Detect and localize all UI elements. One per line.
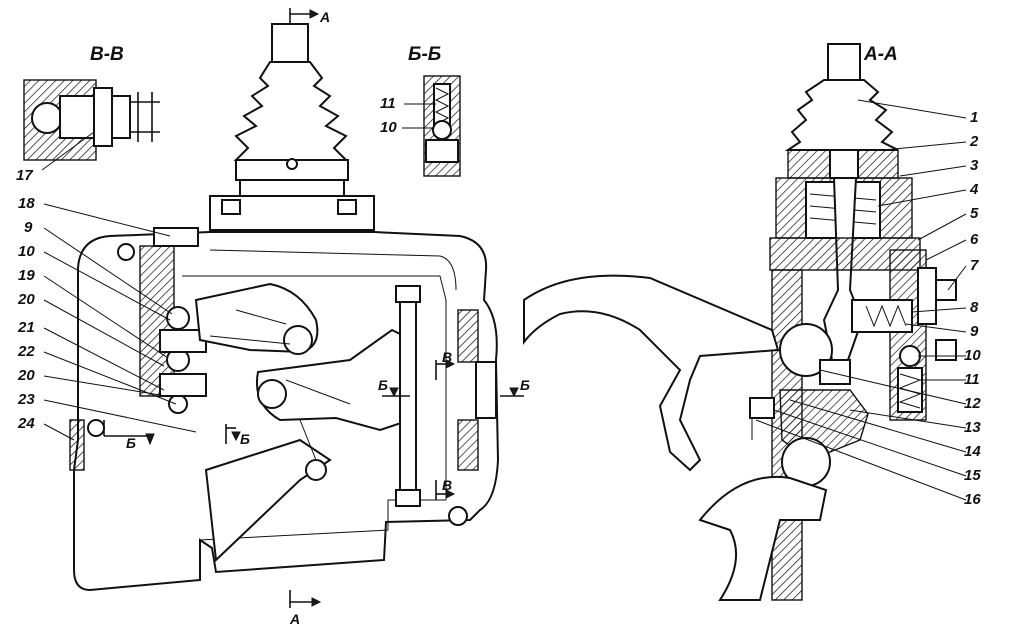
vv-ball [31,102,63,134]
main-gearbox-view: А [17,8,530,627]
bb-rod [425,139,459,163]
aa-lock-screw [749,397,775,419]
aa-label-11: 11 [964,371,980,388]
cut-b2: Б [240,431,250,447]
aa-label-6: 6 [970,231,979,248]
aa-label-15: 15 [964,467,981,484]
aa-lower-fork [698,476,828,601]
section-vv-view: В-В 17 [16,44,160,184]
section-bb-title: Б-Б [408,44,441,65]
detent-ball-lower [168,394,188,414]
bb-ball [432,120,452,140]
rubber-boot [233,61,349,161]
section-vv-title: В-В [90,44,124,65]
aa-label-8: 8 [970,299,979,316]
label-17: 17 [16,167,33,184]
aa-detent-ball [899,345,921,367]
label-10: 10 [18,243,35,260]
vv-plug-body [59,95,95,139]
label-22: 22 [17,343,35,360]
cut-v1: В [442,349,452,365]
aa-cover [917,267,937,325]
cut-b4: Б [520,377,530,393]
aa-label-14: 14 [964,443,981,460]
cut-b1: Б [126,435,136,451]
aa-label-1: 1 [970,109,978,126]
right-plug-middle [475,361,497,419]
aa-shift-fork [523,274,780,472]
label-23: 23 [17,391,35,408]
label-18: 18 [18,195,35,212]
right-plug-upper [457,309,479,363]
bolt-18 [153,227,199,247]
aa-label-10: 10 [964,347,981,364]
aa-label-9: 9 [970,323,979,340]
section-aa-title: А-А [863,44,898,65]
right-plug-lower [457,419,479,471]
aa-label-16: 16 [964,491,981,508]
aa-label-3: 3 [970,157,979,174]
cut-v2: В [442,477,452,493]
label-21: 21 [17,319,35,336]
vv-plug-head [93,87,113,147]
label-19: 19 [18,267,35,284]
label-20-lower: 20 [17,367,35,384]
vv-plug-nut [111,95,131,139]
detent-ball-upper [166,306,190,330]
aa-label-7: 7 [970,257,979,274]
section-bb-view: Б-Б 11 10 [380,44,461,177]
label-20: 20 [17,291,35,308]
bb-label-10: 10 [380,119,397,136]
aa-label-12: 12 [964,395,981,412]
cut-b3: Б [378,377,388,393]
aa-rubber-boot [784,79,899,151]
aa-label-13: 13 [964,419,981,436]
label-24: 24 [17,415,35,432]
section-aa-view: А-А [523,43,981,601]
cut-a-bottom: А [289,611,300,627]
aa-shaft-top [827,43,861,81]
aa-label-2: 2 [969,133,979,150]
bb-label-11: 11 [380,95,396,112]
lever-shaft-top [271,23,309,63]
aa-label-5: 5 [970,205,979,222]
label-9: 9 [24,219,33,236]
cut-a-top: А [319,9,330,25]
plug-24 [69,419,85,471]
aa-label-4: 4 [969,181,979,198]
